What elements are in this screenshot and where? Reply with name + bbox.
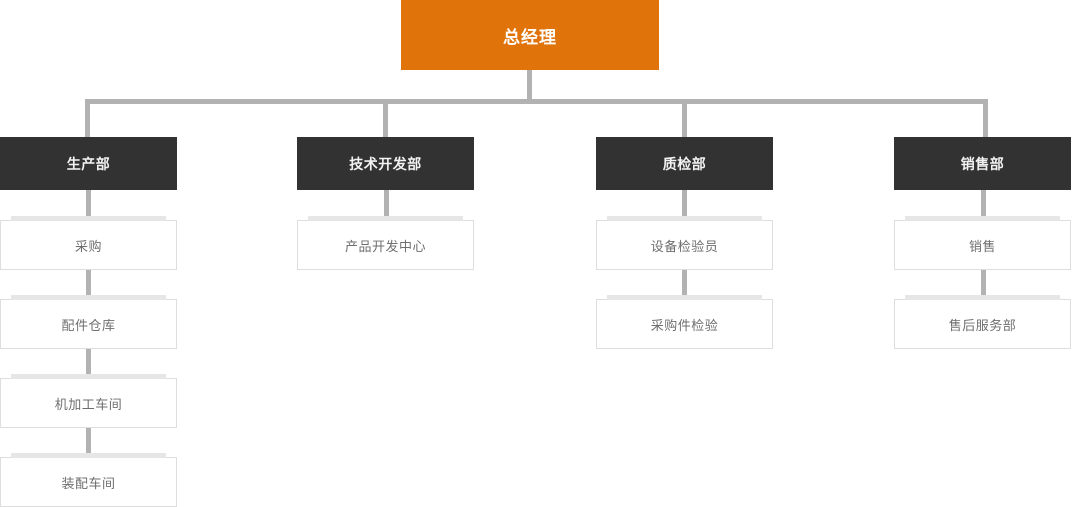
node-department-production[interactable]: 生产部	[0, 137, 177, 190]
node-label: 生产部	[66, 155, 111, 172]
node-label: 技术开发部	[349, 155, 422, 172]
connector-dept-bus	[85, 99, 988, 104]
connector-col2-seg-1	[384, 190, 389, 221]
node-label: 机加工车间	[54, 396, 123, 412]
connector-col1-seg-1	[86, 190, 91, 221]
connector-bus-to-dept-4	[983, 99, 988, 139]
node-label: 质检部	[662, 155, 707, 172]
node-label: 采购	[74, 238, 102, 254]
connector-col4-seg-1	[981, 190, 986, 221]
connector-bus-to-dept-1	[85, 99, 90, 139]
node-department-quality-inspection[interactable]: 质检部	[596, 137, 773, 190]
node-col1-child-4[interactable]: 装配车间	[0, 453, 177, 507]
node-label: 产品开发中心	[344, 238, 426, 254]
connector-bus-to-dept-3	[682, 99, 687, 139]
connector-root-stem	[527, 70, 532, 104]
node-col4-child-1[interactable]: 销售	[894, 216, 1071, 270]
connector-col1-seg-4	[86, 428, 91, 458]
connector-col4-seg-2	[981, 270, 986, 300]
connector-col3-seg-2	[682, 270, 687, 300]
node-label: 总经理	[503, 27, 557, 47]
node-col3-child-1[interactable]: 设备检验员	[596, 216, 773, 270]
node-department-sales[interactable]: 销售部	[894, 137, 1071, 190]
node-label: 采购件检验	[650, 317, 719, 333]
node-label: 销售部	[960, 155, 1005, 172]
connector-col3-seg-1	[682, 190, 687, 221]
connector-bus-to-dept-2	[383, 99, 388, 139]
node-col1-child-1[interactable]: 采购	[0, 216, 177, 270]
node-general-manager[interactable]: 总经理	[401, 0, 659, 70]
node-label: 设备检验员	[650, 238, 719, 254]
node-col2-child-1[interactable]: 产品开发中心	[297, 216, 474, 270]
node-department-tech-development[interactable]: 技术开发部	[297, 137, 474, 190]
node-label: 售后服务部	[948, 317, 1017, 333]
node-col1-child-2[interactable]: 配件仓库	[0, 295, 177, 349]
node-label: 配件仓库	[61, 317, 116, 333]
connector-col1-seg-3	[86, 349, 91, 379]
node-col3-child-2[interactable]: 采购件检验	[596, 295, 773, 349]
node-label: 销售	[968, 238, 996, 254]
node-col1-child-3[interactable]: 机加工车间	[0, 374, 177, 428]
node-label: 装配车间	[61, 475, 116, 491]
node-col4-child-2[interactable]: 售后服务部	[894, 295, 1071, 349]
connector-col1-seg-2	[86, 270, 91, 300]
